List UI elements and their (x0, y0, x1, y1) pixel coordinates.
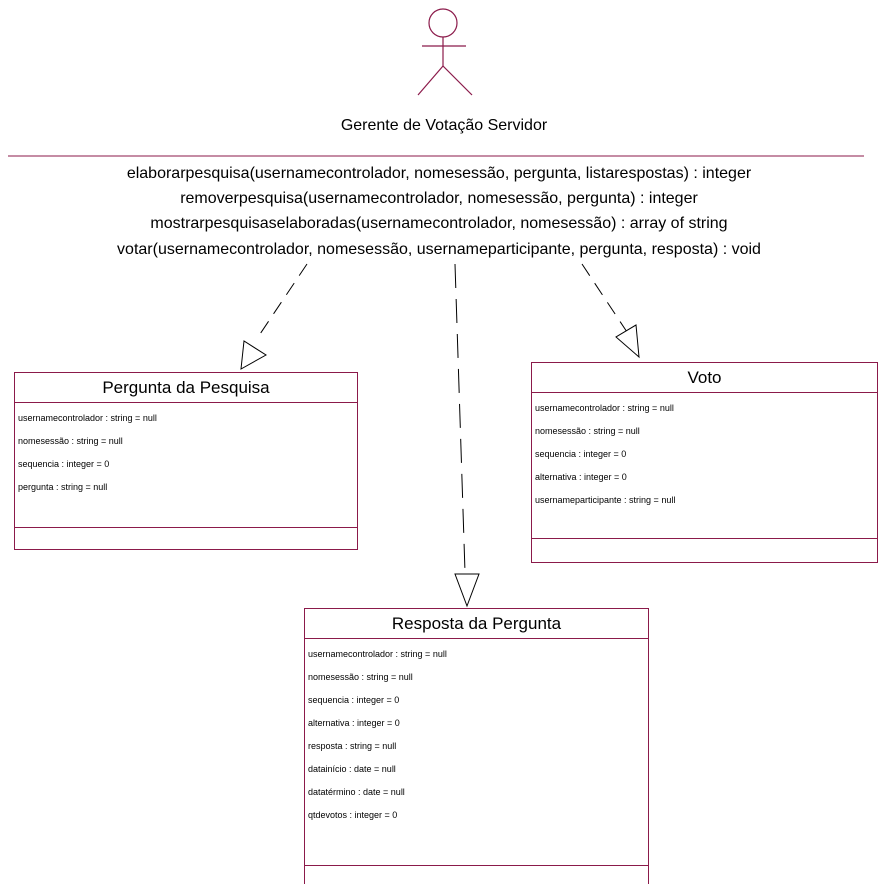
class-name: Pergunta da Pesquisa (15, 373, 357, 403)
dependency-line (581, 263, 628, 333)
class-attribute: sequencia : integer = 0 (535, 449, 627, 459)
actor-left-leg (417, 65, 444, 96)
dependency-arrowhead (454, 573, 480, 608)
class-attribute: sequencia : integer = 0 (18, 459, 110, 469)
class-attribute: qtdevotos : integer = 0 (308, 810, 398, 820)
server-operation: elaborarpesquisa(usernamecontrolador, no… (126, 165, 752, 182)
class-attributes: usernamecontrolador : string = null nome… (305, 639, 648, 866)
dependency-connector-resposta (454, 263, 480, 608)
actor-head (428, 8, 458, 38)
class-voto: Voto usernamecontrolador : string = null… (531, 362, 878, 563)
class-attribute: usernameparticipante : string = null (535, 495, 676, 505)
class-attributes: usernamecontrolador : string = null nome… (15, 403, 357, 528)
class-operations (305, 866, 648, 888)
class-attribute: sequencia : integer = 0 (308, 695, 400, 705)
class-attribute: nomesessão : string = null (308, 672, 413, 682)
class-attribute: resposta : string = null (308, 741, 397, 751)
dependency-arrowhead (615, 324, 640, 359)
class-resposta-da-pergunta: Resposta da Pergunta usernamecontrolador… (304, 608, 649, 884)
dependency-line (454, 263, 466, 573)
class-name: Voto (532, 363, 877, 393)
actor-icon (417, 8, 473, 96)
class-operations (15, 528, 357, 550)
actor-right-leg (442, 65, 473, 96)
class-attribute: datainício : date = null (308, 764, 396, 774)
class-attribute: nomesessão : string = null (18, 436, 123, 446)
dependency-connector-voto (581, 263, 640, 359)
class-attribute: usernamecontrolador : string = null (18, 413, 157, 423)
class-name: Resposta da Pergunta (305, 609, 648, 639)
server-operation: mostrarpesquisaselaboradas(usernamecontr… (150, 215, 728, 232)
dependency-connector-pergunta (240, 263, 308, 370)
class-attributes: usernamecontrolador : string = null nome… (532, 393, 877, 539)
class-attribute: alternativa : integer = 0 (308, 718, 400, 728)
class-pergunta-da-pesquisa: Pergunta da Pesquisa usernamecontrolador… (14, 372, 358, 550)
class-attribute: pergunta : string = null (18, 482, 108, 492)
server-operation: removerpesquisa(usernamecontrolador, nom… (180, 190, 698, 207)
class-attribute: usernamecontrolador : string = null (535, 403, 674, 413)
class-operations (532, 539, 877, 561)
class-attribute: nomesessão : string = null (535, 426, 640, 436)
class-attribute: usernamecontrolador : string = null (308, 649, 447, 659)
dependency-line (255, 263, 308, 341)
class-attribute: datatérmino : date = null (308, 787, 405, 797)
server-operation: votar(usernamecontrolador, nomesessão, u… (117, 241, 761, 258)
dependency-arrowhead (240, 340, 267, 370)
class-attribute: alternativa : integer = 0 (535, 472, 627, 482)
actor-name: Gerente de Votação Servidor (340, 117, 548, 134)
